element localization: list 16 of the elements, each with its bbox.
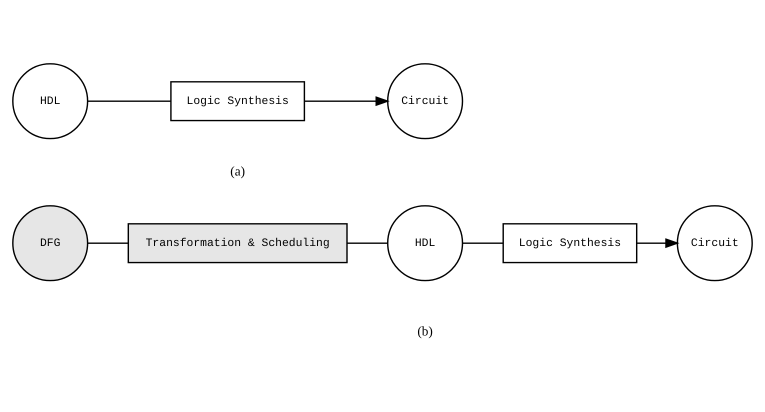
node-box: Transformation & Scheduling [128,222,348,263]
connector [88,242,128,244]
node-circle: HDL [387,204,464,281]
node-circle: Circuit [676,204,753,281]
node-circle: DFG [12,204,88,281]
connector [88,100,171,102]
node-box: Logic Synthesis [170,80,306,121]
arrow [304,96,390,106]
label: (a) [230,163,246,178]
node-box: Logic Synthesis [502,222,638,263]
connector [347,242,388,244]
node-circle: Circuit [387,62,464,139]
arrow [636,238,680,248]
label: (b) [417,323,433,338]
node-circle: HDL [12,62,88,139]
connector [462,242,504,244]
